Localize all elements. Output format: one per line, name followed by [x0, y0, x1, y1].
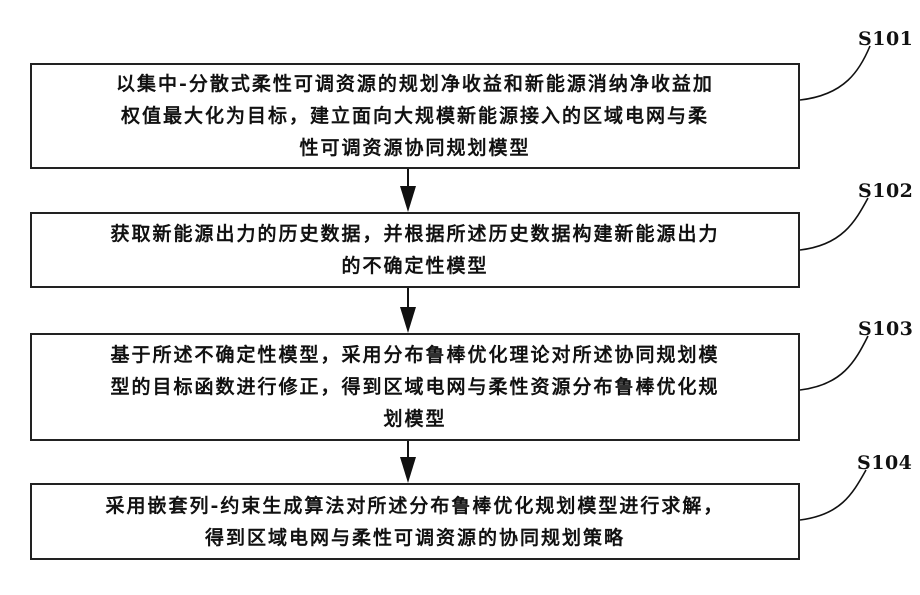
leader-line-s103 — [800, 336, 868, 390]
step-label-s102: S102 — [858, 180, 913, 202]
step-text-s104: 采用嵌套列-约束生成算法对所述分布鲁棒优化规划模型进行求解， 得到区域电网与柔性… — [106, 490, 725, 554]
arrow-s102-to-s103 — [400, 288, 416, 333]
step-label-s101: S101 — [858, 28, 913, 50]
step-box-s104: 采用嵌套列-约束生成算法对所述分布鲁棒优化规划模型进行求解， 得到区域电网与柔性… — [30, 483, 800, 560]
step-text-s102: 获取新能源出力的历史数据，并根据所述历史数据构建新能源出力 的不确定性模型 — [110, 218, 719, 282]
leader-line-s102 — [800, 198, 868, 250]
step-label-s104: S104 — [857, 452, 912, 474]
step-box-s103: 基于所述不确定性模型，采用分布鲁棒优化理论对所述协同规划模 型的目标函数进行修正… — [30, 333, 800, 441]
step-box-s101: 以集中-分散式柔性可调资源的规划净收益和新能源消纳净收益加 权值最大化为目标，建… — [30, 63, 800, 169]
arrow-s101-to-s102 — [400, 169, 416, 212]
leader-line-s104 — [800, 470, 866, 520]
leader-line-s101 — [800, 46, 870, 100]
arrow-s103-to-s104 — [400, 441, 416, 483]
step-text-s101: 以集中-分散式柔性可调资源的规划净收益和新能源消纳净收益加 权值最大化为目标，建… — [116, 68, 714, 164]
step-text-s103: 基于所述不确定性模型，采用分布鲁棒优化理论对所述协同规划模 型的目标函数进行修正… — [110, 339, 719, 435]
step-label-s103: S103 — [858, 318, 913, 340]
step-box-s102: 获取新能源出力的历史数据，并根据所述历史数据构建新能源出力 的不确定性模型 — [30, 212, 800, 288]
